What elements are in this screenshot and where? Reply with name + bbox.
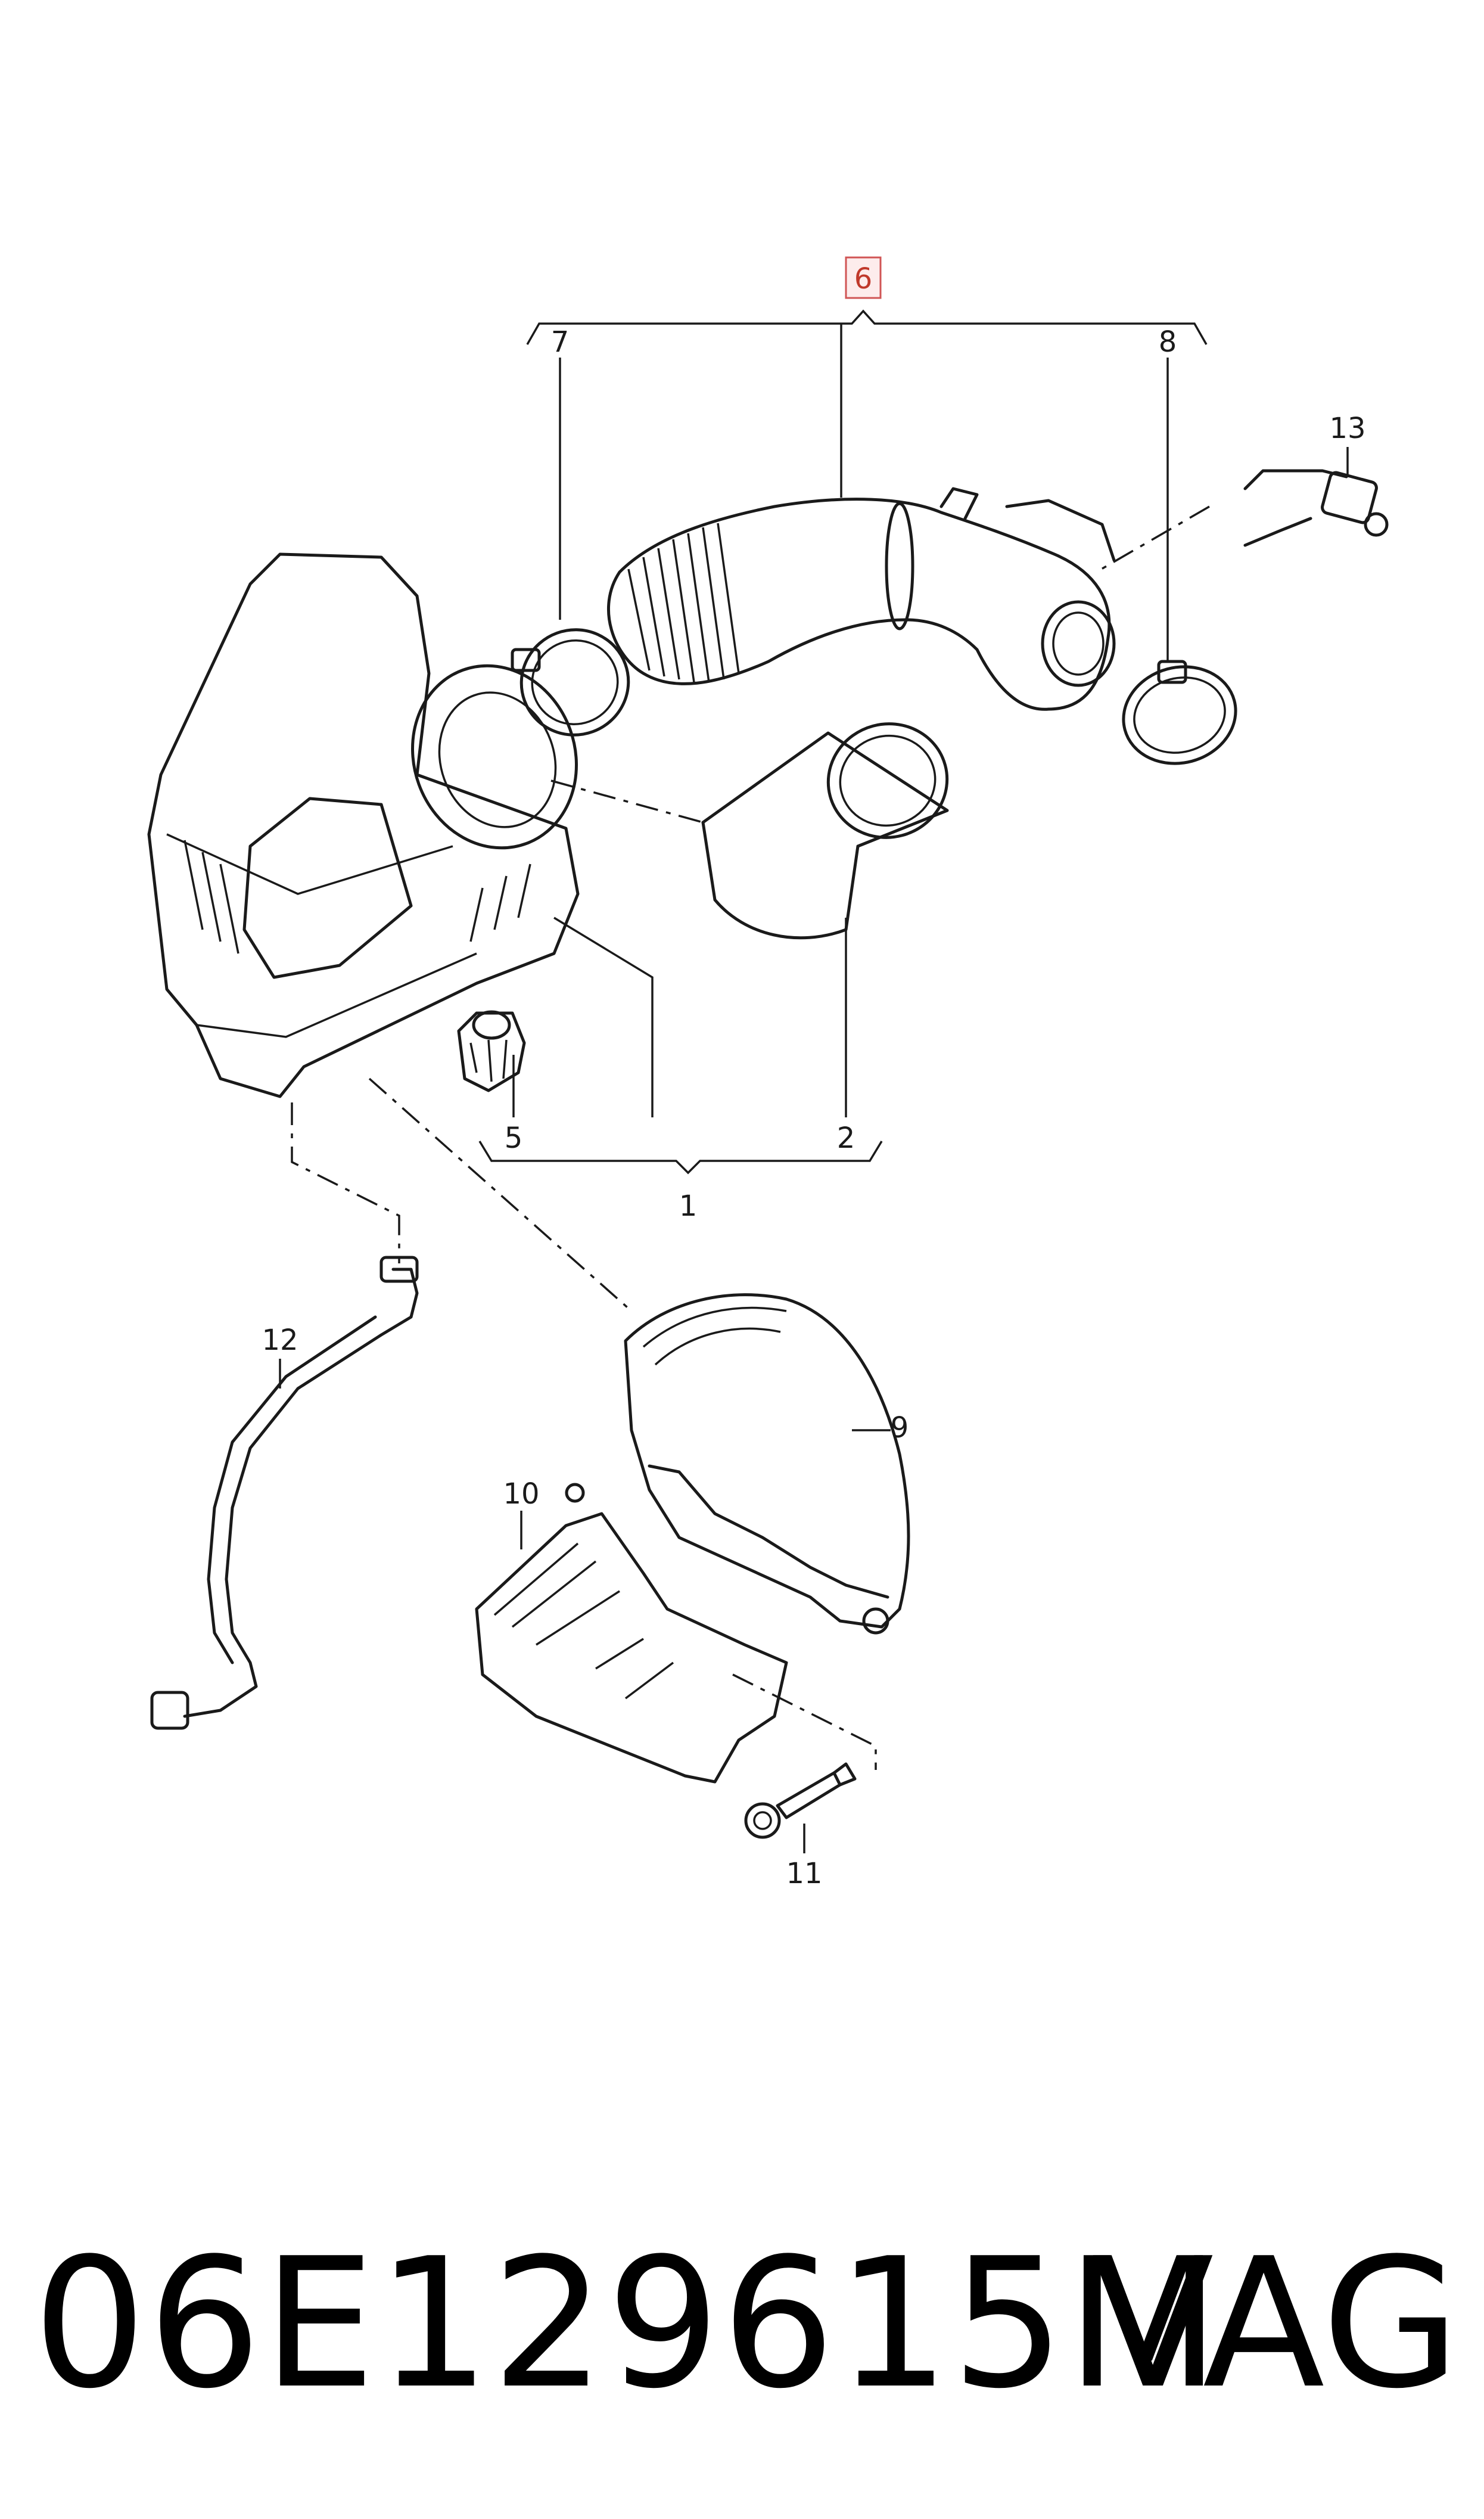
bracket-assembly-1: 1 5 2 [478,917,883,1223]
air-box-housing-part [147,552,580,1098]
callout-10[interactable]: 10 [503,1477,539,1511]
callout-5[interactable]: 5 [505,1122,523,1155]
filter-element-part-2 [550,722,949,940]
intake-hose-part [606,487,1116,711]
hose-clamp-8 [1122,660,1237,765]
callout-11[interactable]: 11 [786,1857,822,1890]
air-duct-part-9 [624,1293,910,1635]
bolt-part-11 [744,1762,857,1839]
breather-hose-part-12 [150,1256,419,1730]
callout-6-highlight [845,256,882,299]
callout-7[interactable]: 7 [551,325,570,359]
brand-label: VAG [1091,2220,1460,2428]
drain-valve-part-5 [457,1010,526,1092]
callout-2[interactable]: 2 [837,1122,855,1155]
callout-1[interactable]: 1 [679,1189,698,1223]
bracket-assembly-6: 6 [526,256,1208,661]
part-number-label: 06E129615M [33,2220,1222,2428]
callout-8[interactable]: 8 [1159,325,1177,359]
callout-6[interactable]: 6 [854,262,873,296]
callout-12[interactable]: 12 [262,1324,298,1357]
sensor-part-13 [1096,469,1389,573]
callout-13[interactable]: 13 [1329,412,1365,445]
hose-clamp-7 [511,628,630,737]
footer: 06E129615M VAG [0,2205,1484,2443]
heat-shield-part-10 [475,1483,788,1784]
